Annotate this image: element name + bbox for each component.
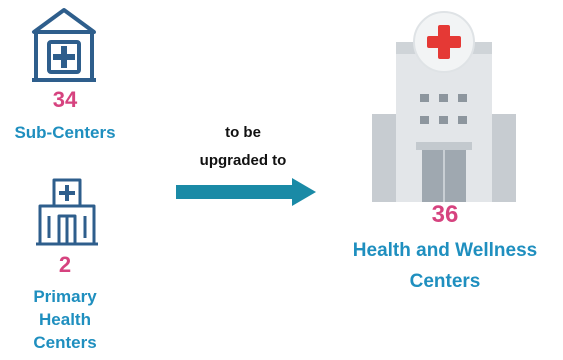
hwc-label-line-1: Health and Wellness [352,240,538,261]
phc-label-line-2: Health [39,310,91,329]
sub-centers-count: 34 [52,87,78,112]
hospital-building-icon [36,178,98,246]
upgrade-arrow-icon [176,178,316,206]
phc-label-line-3: Centers [33,333,97,352]
hwc-label-line-2: Centers [409,271,481,292]
clinic-building-icon [32,8,96,82]
arrow-label-line-2: upgraded to [199,152,287,169]
sub-centers-label: Sub-Centers [14,123,116,142]
phc-label-line-1: Primary [33,287,97,306]
phc-count: 2 [58,252,72,277]
hospital-tower-icon [372,11,516,202]
hwc-count: 36 [431,201,459,228]
arrow-label-line-1: to be [225,124,261,141]
